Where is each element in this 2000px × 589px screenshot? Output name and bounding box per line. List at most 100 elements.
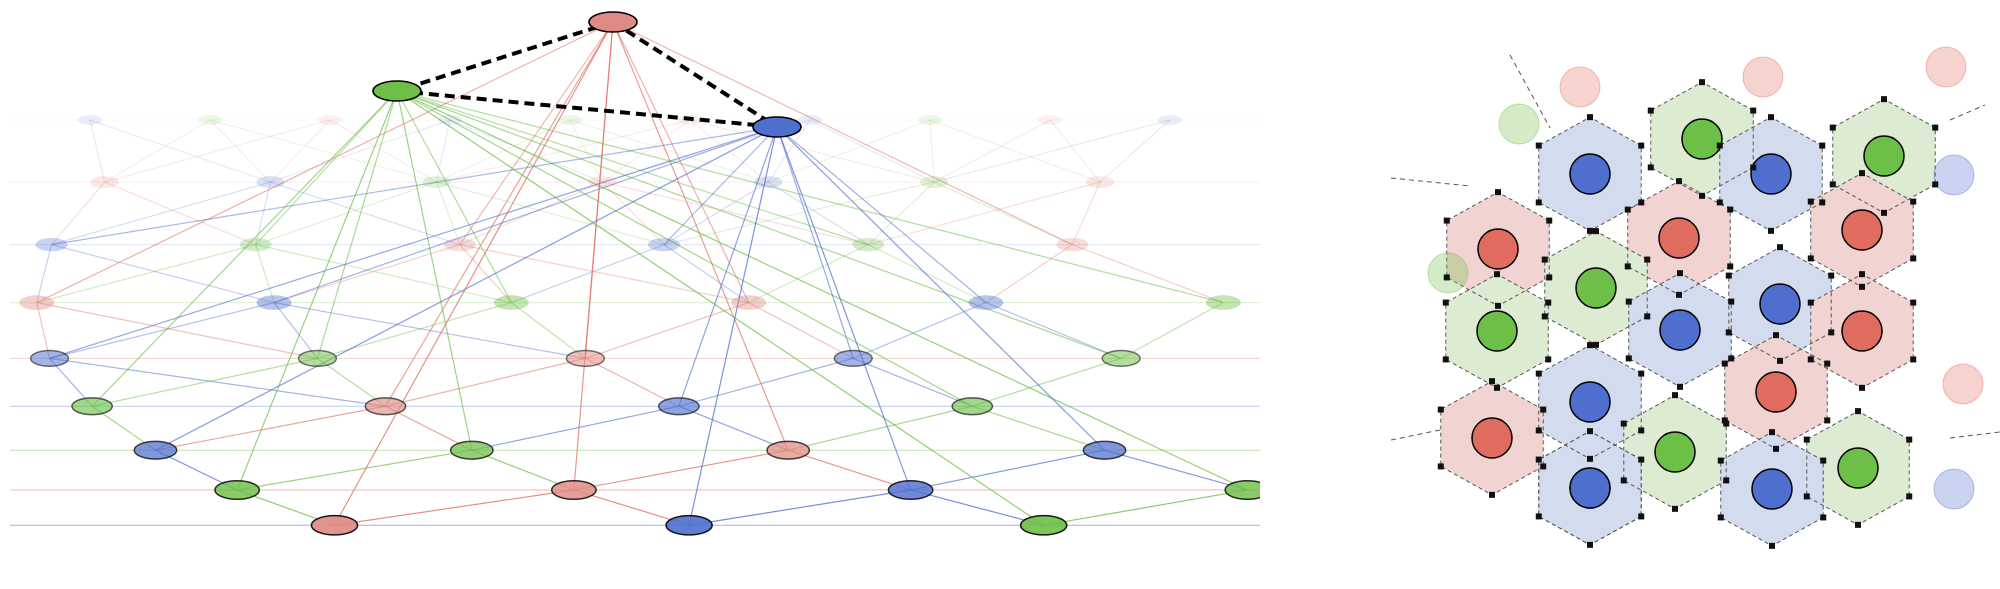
lattice-node (198, 115, 222, 125)
voronoi-faded-site (1942, 363, 1984, 405)
lattice-link (689, 119, 769, 183)
voronoi-site (1569, 153, 1611, 195)
voronoi-vertices (1437, 79, 1939, 549)
voronoi-site (1575, 267, 1617, 309)
lattice-link (910, 449, 1105, 491)
lattice-link (678, 357, 854, 407)
voronoi-vertex (1728, 298, 1735, 305)
voronoi-site (1837, 447, 1879, 489)
apex-fan-line (612, 21, 1073, 246)
lattice-link (435, 119, 451, 183)
lattice-link (853, 302, 987, 359)
lattice-link (933, 119, 1051, 183)
lattice-link (317, 357, 386, 407)
lattice-link (748, 244, 869, 304)
lattice-node (256, 176, 285, 188)
lattice-link (985, 244, 1073, 304)
lattice-link (767, 119, 811, 183)
lattice-link (49, 357, 386, 407)
voronoi-vertex (1644, 313, 1651, 320)
voronoi-vertex (1540, 463, 1547, 470)
lattice-node (968, 295, 1004, 310)
voronoi-vertex (1727, 206, 1734, 213)
voronoi-vertex (1824, 360, 1831, 367)
voronoi-vertex (1769, 429, 1775, 436)
voronoi-vertex (1676, 178, 1682, 185)
voronoi-vertex (1716, 142, 1723, 149)
lattice-node (449, 440, 494, 460)
voronoi-vertex (1819, 142, 1826, 149)
voronoi-site (1863, 135, 1905, 177)
voronoi-site (1659, 309, 1701, 351)
lattice-node (919, 176, 949, 188)
voronoi-vertex (1717, 514, 1724, 521)
lattice-link (910, 489, 1044, 526)
lattice-link (585, 302, 749, 359)
apex-fan-line (155, 126, 778, 451)
lattice-link (36, 244, 256, 304)
lattice-node (214, 479, 261, 500)
voronoi-vertex (1910, 299, 1917, 306)
lattice-node (493, 295, 529, 310)
voronoi-faded-site (1933, 468, 1975, 510)
lattice-link (1049, 119, 1101, 183)
voronoi-vertex (1881, 96, 1887, 103)
lattice-link (334, 489, 574, 526)
voronoi-site (1751, 468, 1793, 510)
lattice-link (585, 357, 680, 407)
voronoi-vertex (1855, 521, 1861, 528)
lattice-link (972, 405, 1105, 451)
lattice-link (51, 181, 106, 246)
voronoi-vertex (1540, 406, 1547, 413)
voronoi-vertex (1803, 436, 1810, 443)
lattice-link (436, 119, 691, 183)
apex-fan-line (776, 126, 854, 359)
lattice-node (1019, 514, 1068, 536)
lattice-link (329, 119, 437, 183)
lattice-link (933, 181, 1073, 246)
apex-fan-line (91, 90, 398, 407)
voronoi-faded-site (1742, 56, 1784, 98)
voronoi-vertex (1932, 124, 1939, 131)
lattice-nodes (19, 115, 1260, 536)
voronoi-site (1569, 467, 1611, 509)
lattice-node (852, 237, 885, 252)
lattice-link (459, 244, 749, 304)
voronoi-site (1476, 310, 1518, 352)
lattice-link (929, 119, 1101, 183)
lattice-link (270, 119, 451, 183)
voronoi-vertex (1638, 427, 1645, 434)
voronoi-open-ray (1949, 104, 1986, 121)
voronoi-vertex (1910, 356, 1917, 363)
lattice-node (665, 514, 713, 536)
voronoi-vertex (1717, 457, 1724, 464)
lattice-link (471, 405, 680, 451)
lattice-node (1056, 237, 1089, 252)
voronoi-vertex (1723, 420, 1730, 427)
voronoi-vertex (1587, 455, 1593, 462)
lattice-link (929, 119, 935, 183)
lattice-node (1205, 295, 1241, 310)
voronoi-vertex (1437, 463, 1444, 470)
voronoi-cells (1440, 82, 1936, 546)
voronoi-vertex (1721, 360, 1728, 367)
lattice-node (239, 237, 272, 252)
lattice-link (933, 119, 1171, 183)
voronoi-vertex (1676, 291, 1682, 298)
lattice-node (35, 237, 68, 252)
voronoi-vertex (1638, 456, 1645, 463)
voronoi-vertex (1437, 406, 1444, 413)
voronoi-vertex (1672, 392, 1678, 399)
lattice-link (1071, 181, 1101, 245)
apex-fan-line (612, 21, 789, 451)
lattice-link (91, 357, 318, 407)
lattice-link (510, 302, 586, 359)
apex-green-node (372, 80, 422, 102)
voronoi-vertex (1750, 107, 1757, 114)
lattice-node (887, 479, 934, 500)
voronoi-faded-site (1427, 252, 1469, 294)
voronoi-vertex (1644, 256, 1651, 263)
voronoi-vertex (1647, 107, 1654, 114)
voronoi-vertex (1699, 79, 1705, 86)
lattice-link (663, 181, 935, 246)
